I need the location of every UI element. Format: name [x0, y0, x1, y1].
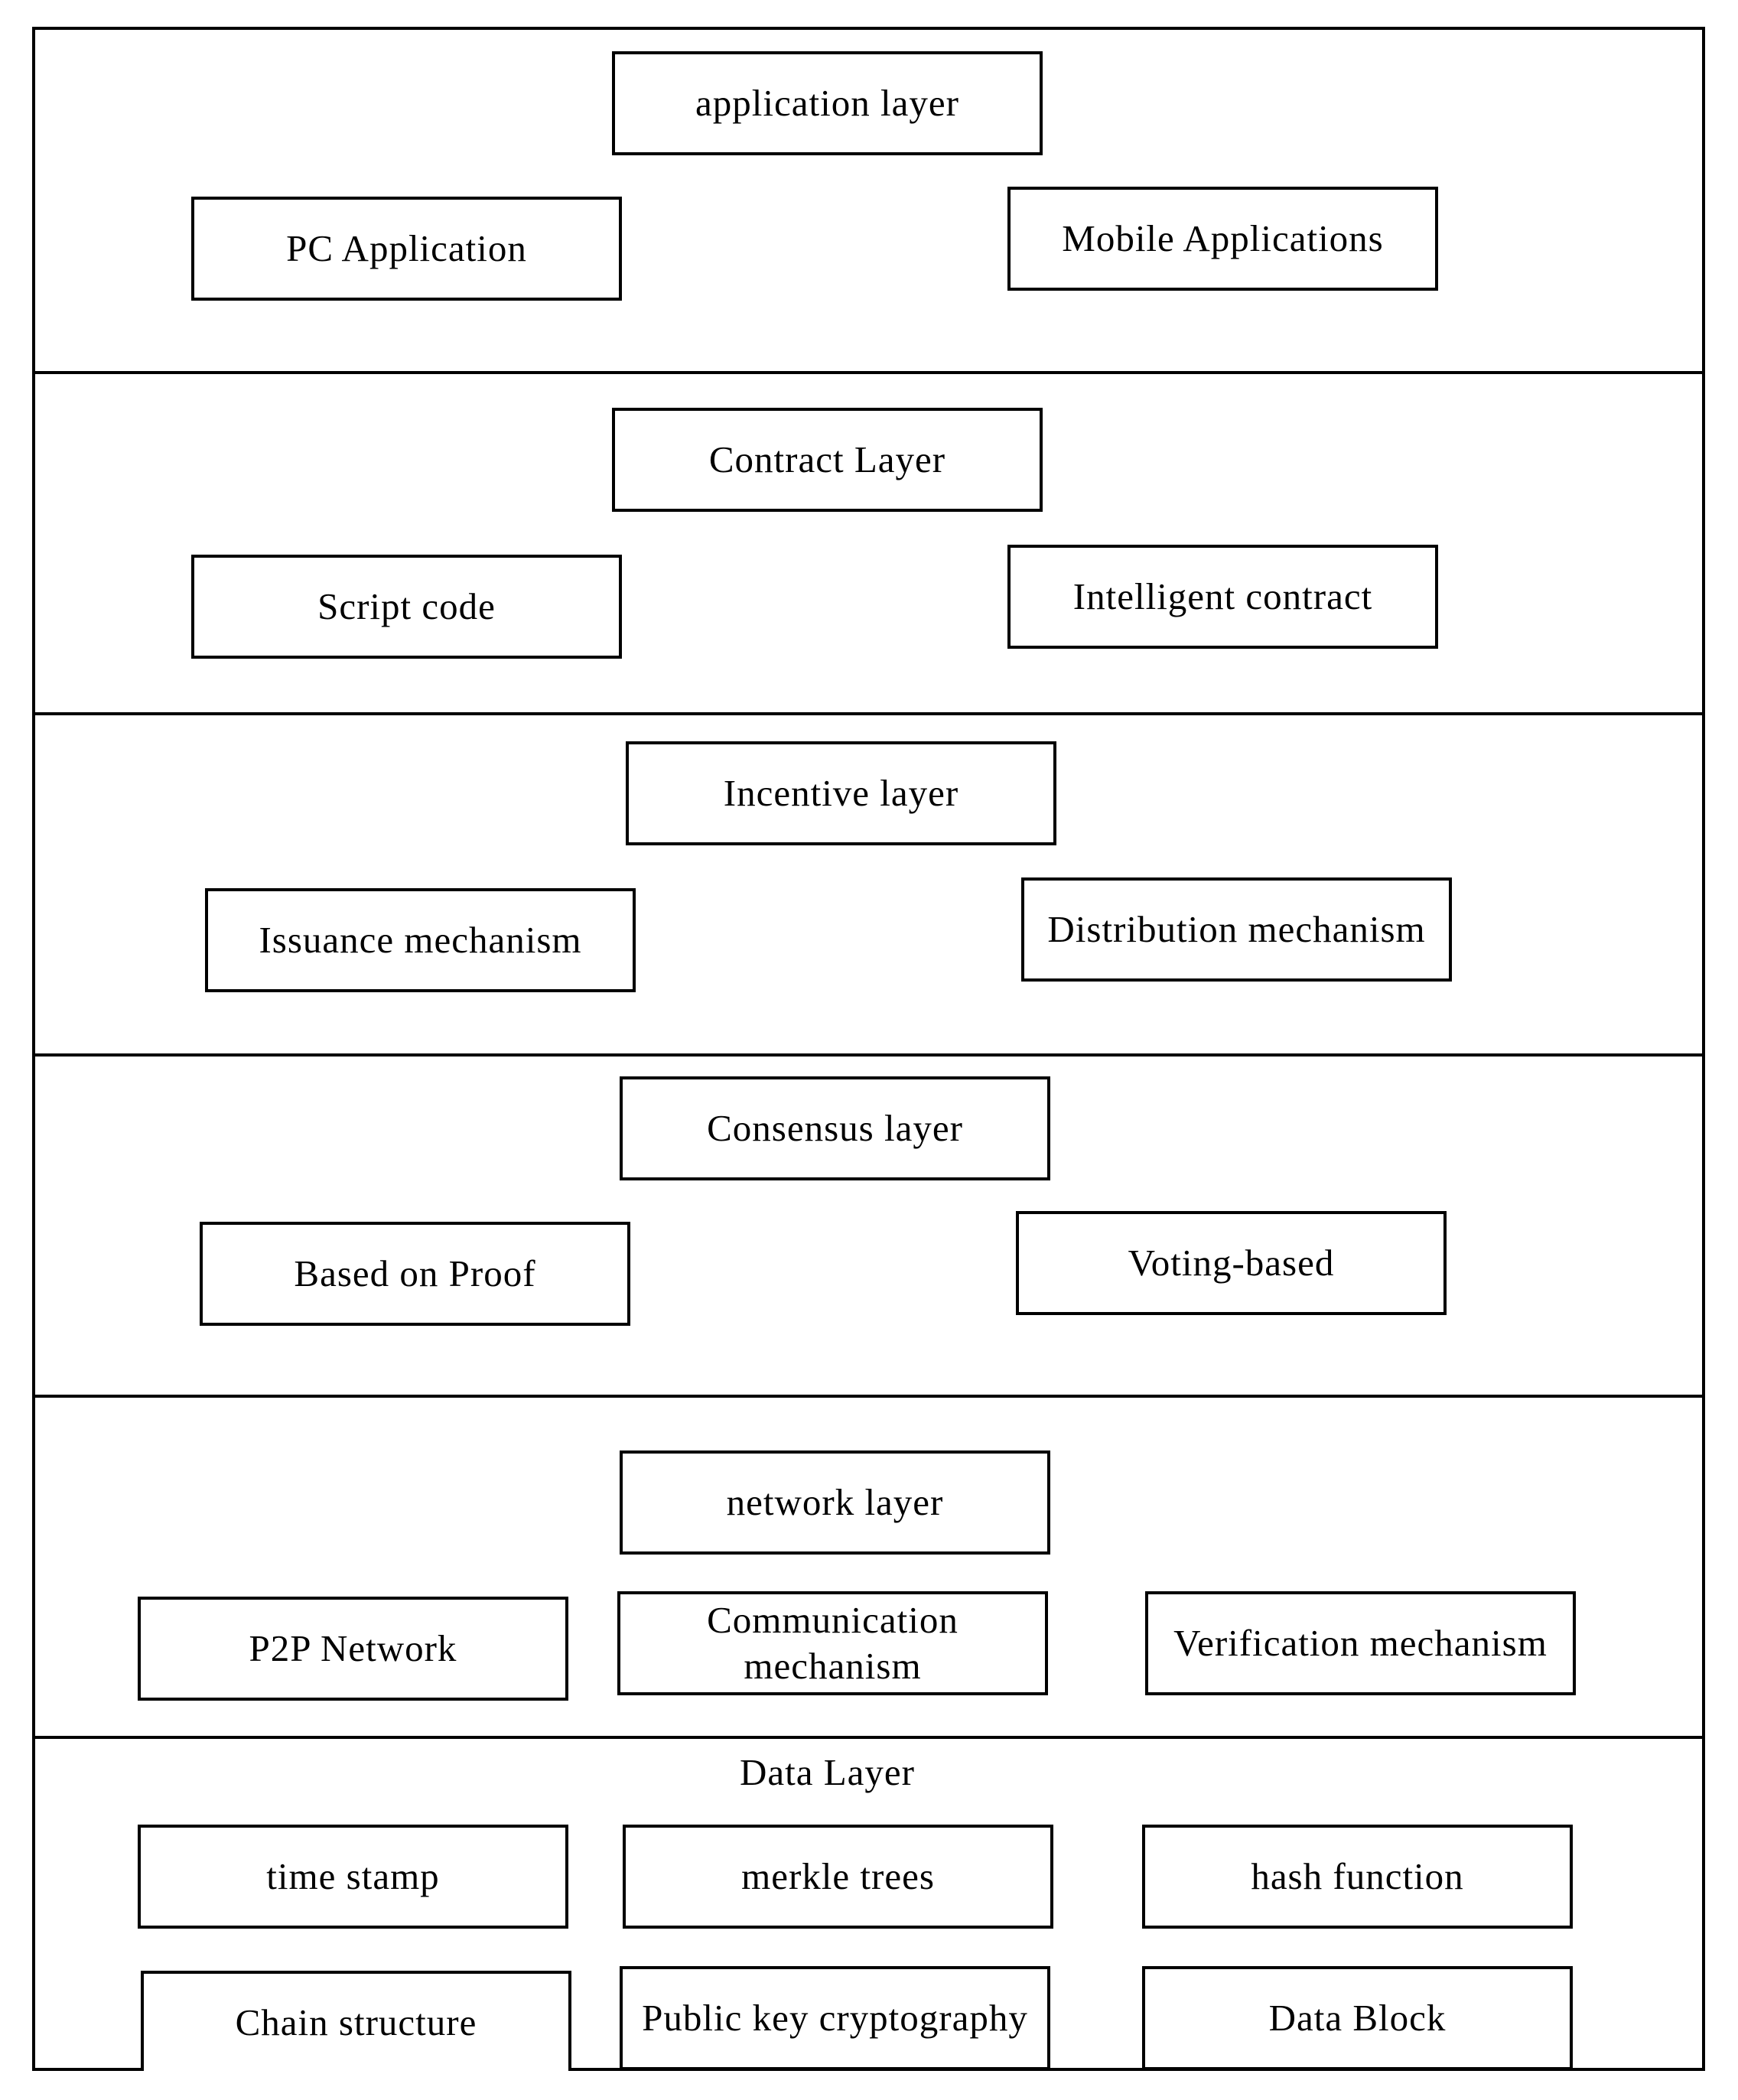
issuance-mechanism-box: Issuance mechanism: [205, 888, 636, 992]
consensus-layer-section: Consensus layer Based on Proof Voting-ba…: [35, 1053, 1702, 1395]
application-layer-title: application layer: [612, 51, 1043, 155]
data-block-box: Data Block: [1142, 1966, 1573, 2070]
pc-application-box: PC Application: [191, 197, 622, 301]
consensus-layer-title: Consensus layer: [620, 1076, 1050, 1180]
mobile-applications-box: Mobile Applications: [1007, 187, 1438, 291]
application-layer-section: application layer PC Application Mobile …: [35, 30, 1702, 371]
network-layer-title: network layer: [620, 1450, 1050, 1555]
network-layer-section: network layer P2P Network Communication …: [35, 1395, 1702, 1736]
merkle-trees-box: merkle trees: [623, 1825, 1053, 1929]
intelligent-contract-box: Intelligent contract: [1007, 545, 1438, 649]
public-key-cryptography-box: Public key cryptography: [620, 1966, 1050, 2070]
contract-layer-title: Contract Layer: [612, 408, 1043, 512]
script-code-box: Script code: [191, 555, 622, 659]
verification-mechanism-box: Verification mechanism: [1145, 1591, 1576, 1695]
incentive-layer-section: Incentive layer Issuance mechanism Distr…: [35, 712, 1702, 1053]
incentive-layer-title: Incentive layer: [626, 741, 1056, 845]
based-on-proof-box: Based on Proof: [200, 1222, 630, 1326]
chain-structure-box: Chain structure: [141, 1971, 571, 2071]
voting-based-box: Voting-based: [1016, 1211, 1447, 1315]
contract-layer-section: Contract Layer Script code Intelligent c…: [35, 371, 1702, 712]
communication-mechanism-box: Communication mechanism: [617, 1591, 1048, 1695]
blockchain-architecture-diagram: application layer PC Application Mobile …: [32, 27, 1705, 2071]
distribution-mechanism-box: Distribution mechanism: [1021, 877, 1452, 982]
hash-function-box: hash function: [1142, 1825, 1573, 1929]
data-layer-title: Data Layer: [740, 1751, 915, 1793]
p2p-network-box: P2P Network: [138, 1597, 568, 1701]
data-layer-section: Data Layer time stamp merkle trees hash …: [35, 1736, 1702, 2071]
time-stamp-box: time stamp: [138, 1825, 568, 1929]
